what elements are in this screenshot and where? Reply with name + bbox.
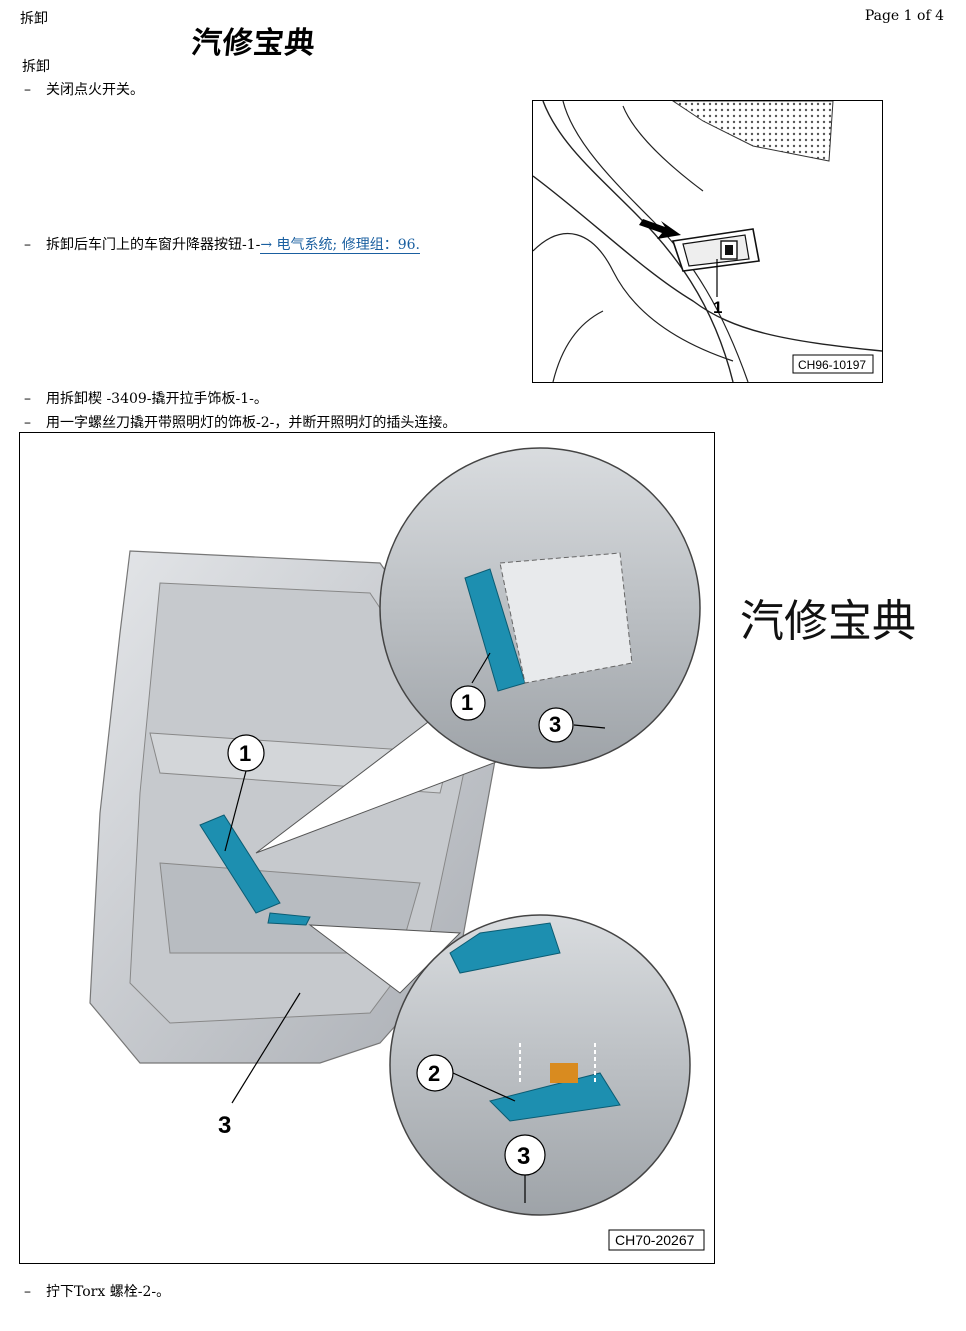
step-4: –用一字螺丝刀撬开带照明灯的饰板-2-，并断开照明灯的插头连接。: [24, 412, 456, 432]
window-switch-illustration: 1 CH96-10197: [533, 101, 882, 382]
callout-bottom-2: 2: [428, 1061, 440, 1086]
step-2: –拆卸后车门上的车窗升降器按钮-1-→ 电气系统; 修理组：96.: [24, 234, 420, 254]
bullet-dash-icon: –: [24, 1284, 31, 1300]
section-title: 拆卸: [22, 59, 50, 75]
door-trim-illustration: 1 3 2 3 1 3 CH70-20267: [89, 447, 705, 1251]
bullet-dash-icon: –: [24, 82, 31, 98]
electrical-system-link[interactable]: → 电气系统; 修理组：96.: [260, 237, 420, 254]
callout-door-1: 1: [239, 741, 251, 766]
figure-door-trim: 1 3 2 3 1 3 CH70-20267: [19, 432, 715, 1264]
step-4-text: 用一字螺丝刀撬开带照明灯的饰板-2-，并断开照明灯的插头连接。: [46, 415, 457, 431]
figure2-code: CH70-20267: [615, 1232, 695, 1248]
figure1-callout: 1: [713, 298, 722, 317]
watermark-logo-text: 汽修宝典: [740, 596, 916, 647]
bullet-dash-icon: –: [24, 415, 31, 431]
page-number: Page 1 of 4: [864, 8, 944, 24]
callout-top-1: 1: [461, 690, 473, 715]
step-5-text: 拧下Torx 螺栓-2-。: [46, 1284, 171, 1300]
bullet-dash-icon: –: [24, 391, 31, 407]
figure1-code: CH96-10197: [798, 358, 866, 372]
figure-window-switch: 1 CH96-10197: [532, 100, 883, 383]
callout-door-3: 3: [218, 1112, 231, 1139]
callout-top-3: 3: [549, 712, 561, 737]
header-title: 拆卸: [20, 11, 48, 27]
step-1: –关闭点火开关。: [24, 79, 144, 99]
header-logo: 汽修宝典: [189, 26, 318, 61]
step-5: –拧下Torx 螺栓-2-。: [24, 1281, 170, 1301]
step-3: –用拆卸楔 -3409-撬开拉手饰板-1-。: [24, 388, 268, 408]
step-3-text: 用拆卸楔 -3409-撬开拉手饰板-1-。: [46, 391, 268, 407]
bullet-dash-icon: –: [24, 237, 31, 253]
step-1-text: 关闭点火开关。: [46, 82, 144, 98]
step-2-text: 拆卸后车门上的车窗升降器按钮-1-: [46, 237, 261, 253]
callout-bottom-3: 3: [517, 1143, 530, 1170]
